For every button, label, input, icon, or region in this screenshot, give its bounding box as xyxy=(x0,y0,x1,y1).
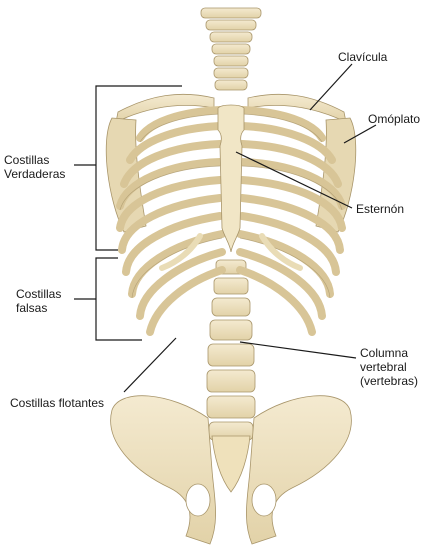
label-columna-vertebral: Columna vertebral (vertebras) xyxy=(360,346,418,388)
label-costillas-falsas: Costillas falsas xyxy=(16,287,61,315)
label-esternon: Esternón xyxy=(356,202,404,216)
label-costillas-verdaderas: Costillas Verdaderas xyxy=(4,153,65,181)
leader-costillas-flotantes xyxy=(124,338,176,392)
label-costillas-flotantes: Costillas flotantes xyxy=(10,396,104,410)
label-omoplato: Omóplato xyxy=(368,112,420,126)
leader-clavicula xyxy=(310,64,352,110)
bracket-costillas-falsas xyxy=(96,258,142,340)
sternum xyxy=(218,105,244,252)
label-clavicula: Clavícula xyxy=(338,50,387,64)
leader-columna-vertebral xyxy=(240,342,356,358)
